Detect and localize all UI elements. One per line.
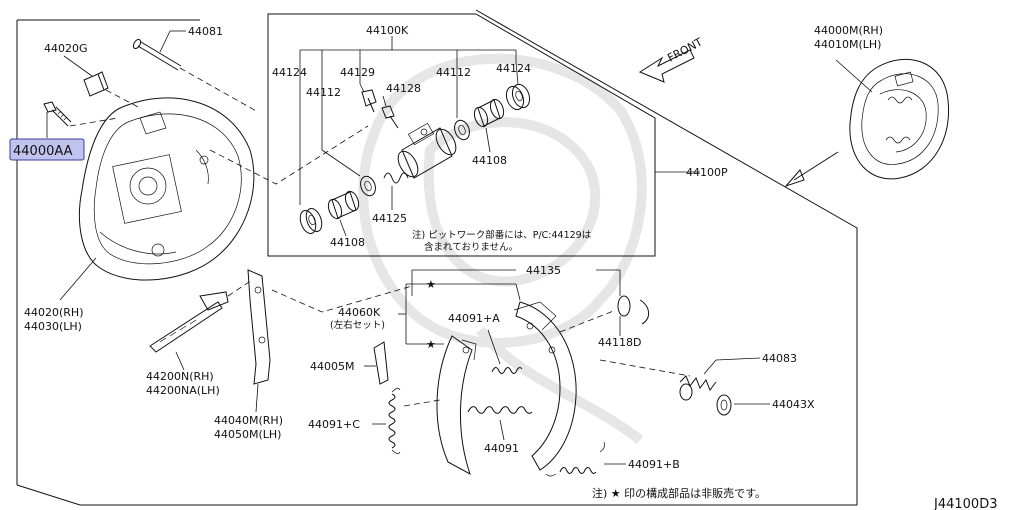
label-44083[interactable]: 44083 — [762, 352, 797, 365]
label-44108-a[interactable]: 44108 — [330, 236, 365, 249]
part-44135-leads — [411, 269, 621, 296]
outer-frame — [16, 9, 858, 506]
label-44124-b[interactable]: 44124 — [496, 62, 531, 75]
note-star: 注) ★ 印の構成部品は非販売です。 — [592, 486, 766, 500]
part-44124-right-boot[interactable] — [503, 61, 532, 112]
label-44040M-rh[interactable]: 44040M(RH) — [214, 414, 283, 427]
label-44000M-rh[interactable]: 44000M(RH) — [814, 24, 883, 37]
label-44005M[interactable]: 44005M — [310, 360, 354, 373]
part-44091A-spring[interactable] — [487, 329, 523, 374]
part-44081-pin[interactable] — [132, 30, 259, 113]
label-44091B[interactable]: 44091+B — [628, 458, 680, 471]
star-a: ★ — [426, 278, 436, 291]
note-kit-line2: 含まれておりません。 — [424, 241, 518, 253]
star-b: ★ — [426, 338, 436, 351]
label-44030-lh[interactable]: 44030(LH) — [24, 320, 82, 333]
part-44128-bleeder-screw[interactable] — [381, 95, 399, 129]
label-44128[interactable]: 44128 — [386, 82, 421, 95]
part-44060K-leads — [398, 283, 521, 345]
label-44020-rh[interactable]: 44020(RH) — [24, 306, 84, 319]
part-44000AA-bolt[interactable] — [43, 101, 119, 138]
part-44091-spring[interactable] — [467, 406, 533, 441]
part-44040M-parking-lever[interactable] — [247, 269, 271, 413]
part-44108-right-cup[interactable] — [472, 98, 506, 153]
label-44112-b[interactable]: 44112 — [436, 66, 471, 79]
label-44129[interactable]: 44129 — [340, 66, 375, 79]
label-44081[interactable]: 44081 — [188, 25, 223, 38]
label-44091A[interactable]: 44091+A — [448, 312, 500, 325]
label-44043X[interactable]: 44043X — [772, 398, 815, 411]
part-44043X-washer[interactable] — [716, 394, 770, 416]
part-44200N-adjuster[interactable] — [149, 291, 229, 371]
part-labels: 44081 44020G 44000AA 44020(RH) 44030(LH)… — [9, 24, 997, 510]
label-44135[interactable]: 44135 — [526, 264, 561, 277]
label-44124-a[interactable]: 44124 — [272, 66, 307, 79]
part-44118D-clip[interactable] — [617, 295, 649, 336]
watermark — [358, 53, 647, 444]
kit-lead-tree — [299, 36, 517, 205]
brake-assembly[interactable] — [784, 59, 950, 188]
part-44091B-spring[interactable] — [545, 441, 626, 477]
part-44020G-plug[interactable] — [63, 55, 141, 109]
part-44091C-spring[interactable] — [372, 388, 401, 454]
label-44000AA[interactable]: 44000AA — [13, 144, 73, 159]
label-44010M-lh[interactable]: 44010M(LH) — [814, 38, 881, 51]
label-44200N-rh[interactable]: 44200N(RH) — [146, 370, 214, 383]
label-44020G[interactable]: 44020G — [44, 42, 88, 55]
wheel-cylinder-kit-box — [267, 13, 700, 257]
part-44112-left-piston[interactable] — [321, 84, 378, 198]
label-44200NA-lh[interactable]: 44200NA(LH) — [146, 384, 220, 397]
part-44005M-link[interactable] — [364, 341, 389, 385]
part-44129-bleeder-cap[interactable] — [359, 83, 377, 113]
label-44091C[interactable]: 44091+C — [308, 418, 360, 431]
part-44083-spring[interactable] — [679, 357, 761, 401]
label-44118D[interactable]: 44118D — [598, 336, 641, 349]
note-kit-line1: 注) ピットワーク部番には、P/C:44129は — [412, 229, 592, 241]
label-44060K[interactable]: 44060K — [338, 306, 381, 319]
part-44124-left-boot[interactable] — [297, 206, 324, 235]
front-arrow-icon — [638, 49, 695, 83]
part-brake-shoe-right[interactable] — [513, 301, 577, 471]
highlight-44000AA — [9, 138, 85, 161]
label-44091[interactable]: 44091 — [484, 442, 519, 455]
part-wheel-cylinder-body[interactable] — [394, 122, 460, 180]
label-44100P[interactable]: 44100P — [686, 166, 728, 179]
front-label: FRONT — [665, 35, 705, 64]
diagram-id: J44100D3 — [933, 497, 997, 510]
part-44112-right-piston[interactable] — [452, 66, 472, 142]
label-44060K-sub: (左右セット) — [330, 319, 385, 331]
label-44050M-lh[interactable]: 44050M(LH) — [214, 428, 281, 441]
part-44125-spring[interactable] — [383, 172, 409, 210]
part-brake-shoe-left[interactable] — [436, 335, 477, 476]
part-44108-left-cup[interactable] — [326, 190, 361, 237]
backing-plate[interactable] — [78, 97, 255, 281]
label-44112-a[interactable]: 44112 — [306, 86, 341, 99]
label-44100K[interactable]: 44100K — [366, 24, 409, 37]
label-44108-b[interactable]: 44108 — [472, 154, 507, 167]
label-44125[interactable]: 44125 — [372, 212, 407, 225]
